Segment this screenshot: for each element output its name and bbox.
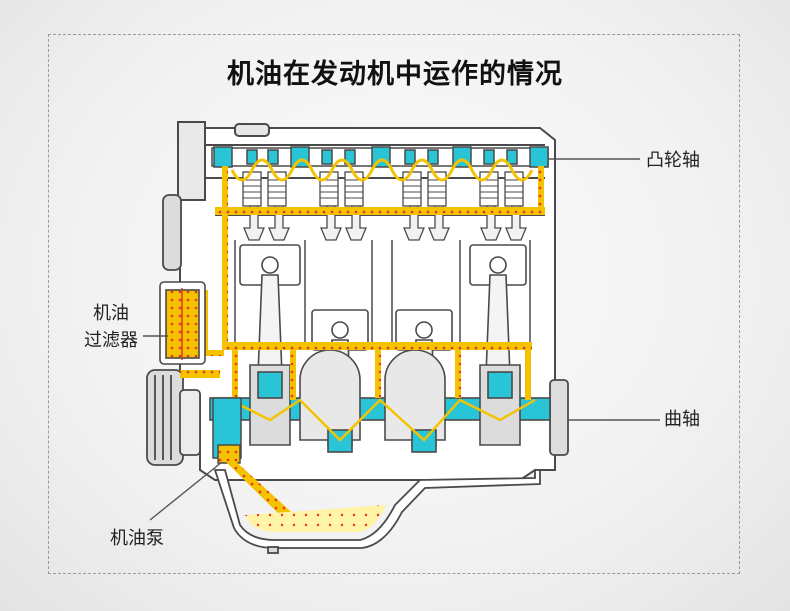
oil-pump: [212, 397, 242, 464]
page-title: 机油在发动机中运作的情况: [227, 59, 563, 90]
crankshaft-label: 曲轴: [664, 409, 700, 430]
valves: [243, 205, 527, 241]
dashed-frame: [48, 34, 740, 574]
oil-filter-label: 机油 过滤器: [78, 300, 144, 354]
oil-filter-label-line1: 机油: [93, 303, 129, 324]
oil-pan: [213, 469, 541, 554]
camshaft-label: 凸轮轴: [646, 150, 700, 171]
oil-pump-label: 机油泵: [110, 528, 164, 549]
head-oil-lines: [230, 158, 534, 182]
flywheel: [549, 379, 569, 456]
front-pulleys: [146, 194, 201, 466]
pistons: [239, 244, 527, 351]
cylinders: [234, 240, 531, 350]
oil-filter: [159, 281, 206, 365]
oil-filter-label-line2: 过滤器: [84, 330, 138, 351]
callout-lines: [143, 158, 660, 521]
